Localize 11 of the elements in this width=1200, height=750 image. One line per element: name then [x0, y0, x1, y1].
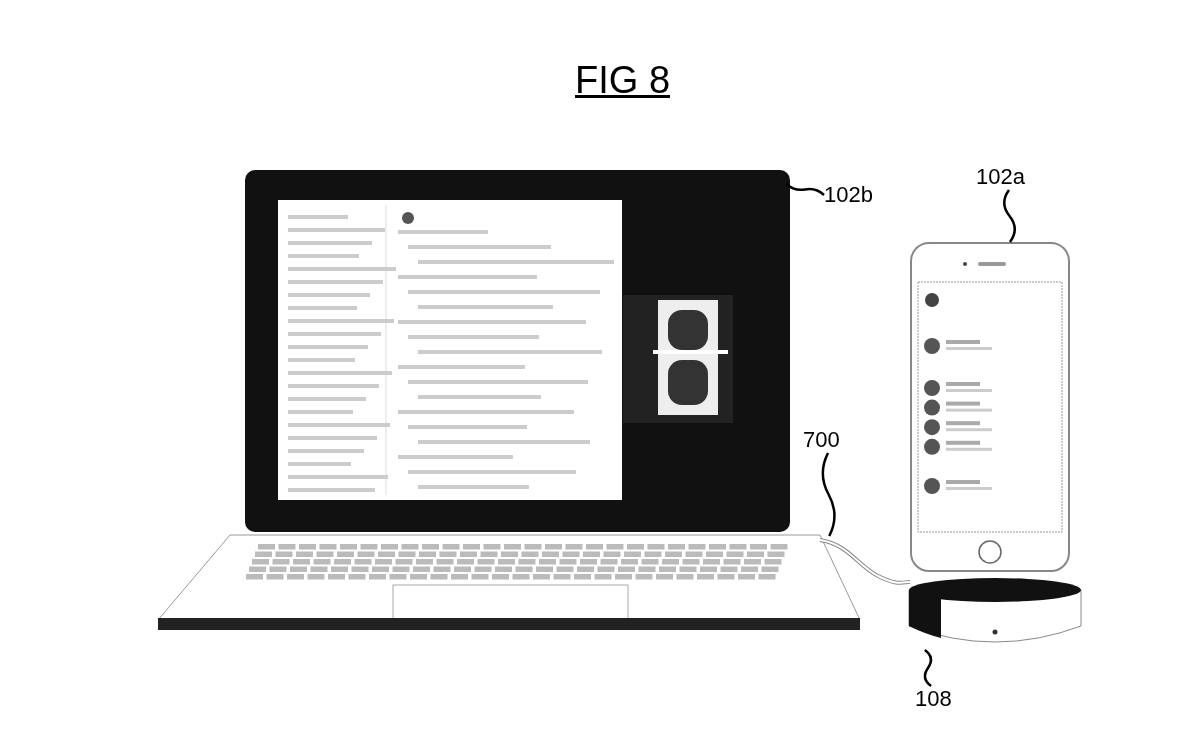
leader-line	[785, 182, 825, 196]
cable-drawing	[818, 536, 912, 588]
leader-line	[821, 452, 836, 537]
leader-line	[1003, 189, 1016, 243]
figure-title: FIG 8	[575, 58, 671, 102]
callout-number: 700	[803, 427, 853, 453]
smartphone-drawing	[910, 242, 1070, 572]
callout-number: 102a	[976, 164, 1042, 190]
leader-line	[923, 649, 933, 687]
callout-number: 108	[915, 686, 961, 712]
callout-number: 102b	[824, 182, 878, 208]
